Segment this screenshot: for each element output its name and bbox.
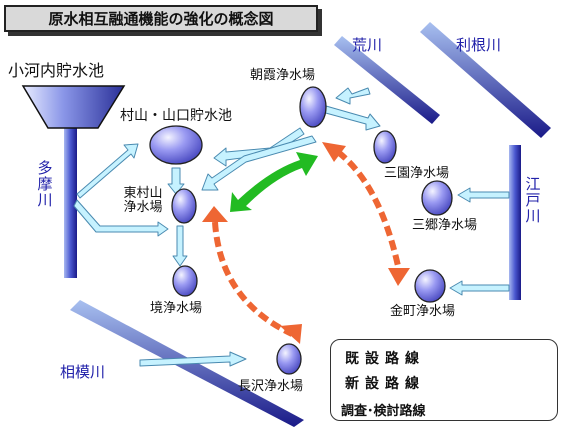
- murayama-reservoir-label: 村山・山口貯水池: [120, 108, 232, 124]
- legend-new-label: 新設路線: [345, 376, 425, 392]
- misono-plant-label: 三園浄水場: [384, 166, 450, 181]
- ogouchi-reservoir-label: 小河内貯水池: [8, 61, 105, 80]
- kanamachi-plant-label: 金町浄水場: [390, 304, 456, 319]
- misato-plant-label: 三郷浄水場: [412, 218, 478, 233]
- legend: 既設路線 新設路線 調査･検討路線: [330, 339, 558, 421]
- tone-river-label: 利根川: [456, 36, 502, 54]
- kanamachi-plant-icon: [414, 269, 446, 303]
- sakai-plant-icon: [172, 265, 198, 297]
- higashimurayama-plant-icon: [171, 188, 197, 224]
- diagram-title: 原水相互融通機能の強化の概念図: [4, 5, 318, 32]
- tama-river-label: 多摩川: [35, 160, 54, 208]
- ogouchi-reservoir-icon: [21, 85, 126, 129]
- nagasawa-plant-icon: [276, 343, 302, 375]
- sagami-river-label: 相模川: [60, 363, 106, 381]
- ara-river-label: 荒川: [352, 36, 383, 54]
- sakai-plant-label: 境浄水場: [150, 301, 203, 316]
- legend-survey-label: 調査･検討路線: [341, 404, 426, 419]
- asaka-plant-icon: [299, 86, 327, 128]
- asaka-plant-label: 朝霞浄水場: [250, 68, 316, 83]
- nagasawa-plant-label: 長沢浄水場: [238, 379, 304, 394]
- tone-river: [420, 22, 551, 138]
- ara-river: [334, 36, 440, 124]
- misono-plant-icon: [373, 130, 397, 164]
- edo-river-label: 江戸川: [523, 176, 542, 224]
- higashimurayama-plant-label: 東村山浄水場: [123, 186, 163, 216]
- edo-river: [509, 145, 521, 300]
- murayama-reservoir-icon: [149, 125, 203, 165]
- tama-river: [64, 128, 77, 278]
- legend-existing-label: 既設路線: [345, 351, 425, 367]
- misato-plant-icon: [421, 180, 453, 216]
- existing-routes: [73, 87, 551, 367]
